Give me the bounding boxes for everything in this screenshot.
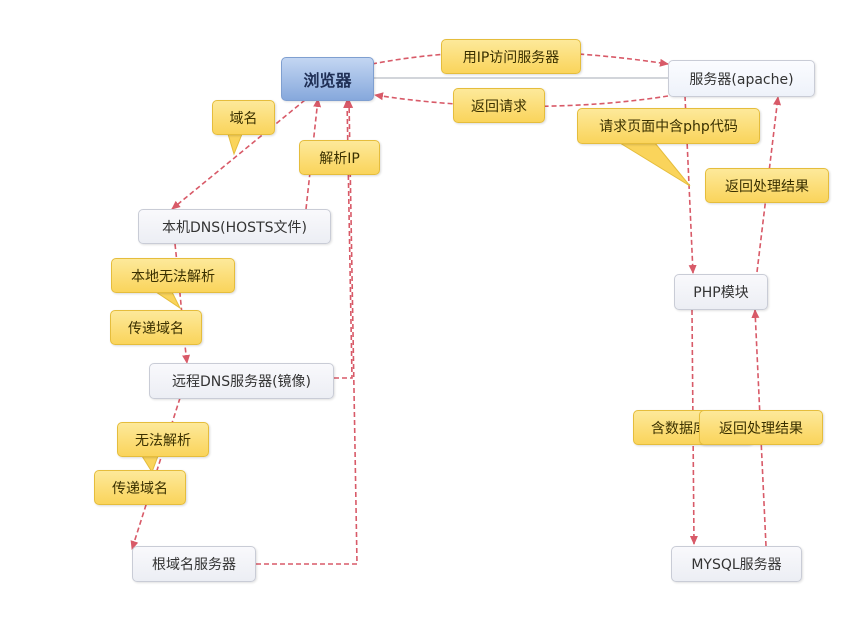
- label-return-result-1: 返回处理结果: [705, 168, 829, 203]
- node-remote-dns: 远程DNS服务器(镜像): [149, 363, 334, 399]
- label-resolve-ip: 解析IP: [299, 140, 380, 175]
- edge-php-to-mysql: [689, 309, 698, 545]
- label-pass-domain-1: 传递域名: [110, 310, 202, 345]
- callout-pointer-domain: [227, 133, 243, 156]
- label-access-by-ip: 用IP访问服务器: [441, 39, 581, 74]
- callout-pointer-local-fail: [154, 291, 182, 310]
- edge-remotedns-to-browser: [334, 99, 353, 379]
- label-local-fail: 本地无法解析: [111, 258, 235, 293]
- node-root-dns: 根域名服务器: [132, 546, 256, 582]
- label-page-has-php: 请求页面中含php代码: [577, 108, 760, 144]
- edge-browser-to-localdns: [171, 99, 306, 210]
- node-mysql-server: MYSQL服务器: [671, 546, 802, 582]
- label-domain: 域名: [212, 100, 275, 135]
- label-return-request: 返回请求: [453, 88, 545, 123]
- edge-mysql-to-php: [751, 309, 767, 547]
- node-browser: 浏览器: [281, 57, 374, 101]
- node-server-apache: 服务器(apache): [668, 60, 815, 97]
- callout-pointer-page-php: [618, 142, 691, 187]
- label-pass-domain-2: 传递域名: [94, 470, 186, 505]
- edge-localdns-to-remotedns: [174, 243, 191, 364]
- node-local-dns: 本机DNS(HOSTS文件): [138, 209, 331, 244]
- node-php-module: PHP模块: [674, 274, 768, 310]
- label-return-result-2: 返回处理结果: [699, 410, 823, 445]
- edge-localdns-to-browser: [305, 98, 322, 210]
- edge-rootdns-to-browser: [256, 99, 358, 565]
- label-fail: 无法解析: [117, 422, 209, 457]
- edge-browser-to-server: [371, 50, 669, 67]
